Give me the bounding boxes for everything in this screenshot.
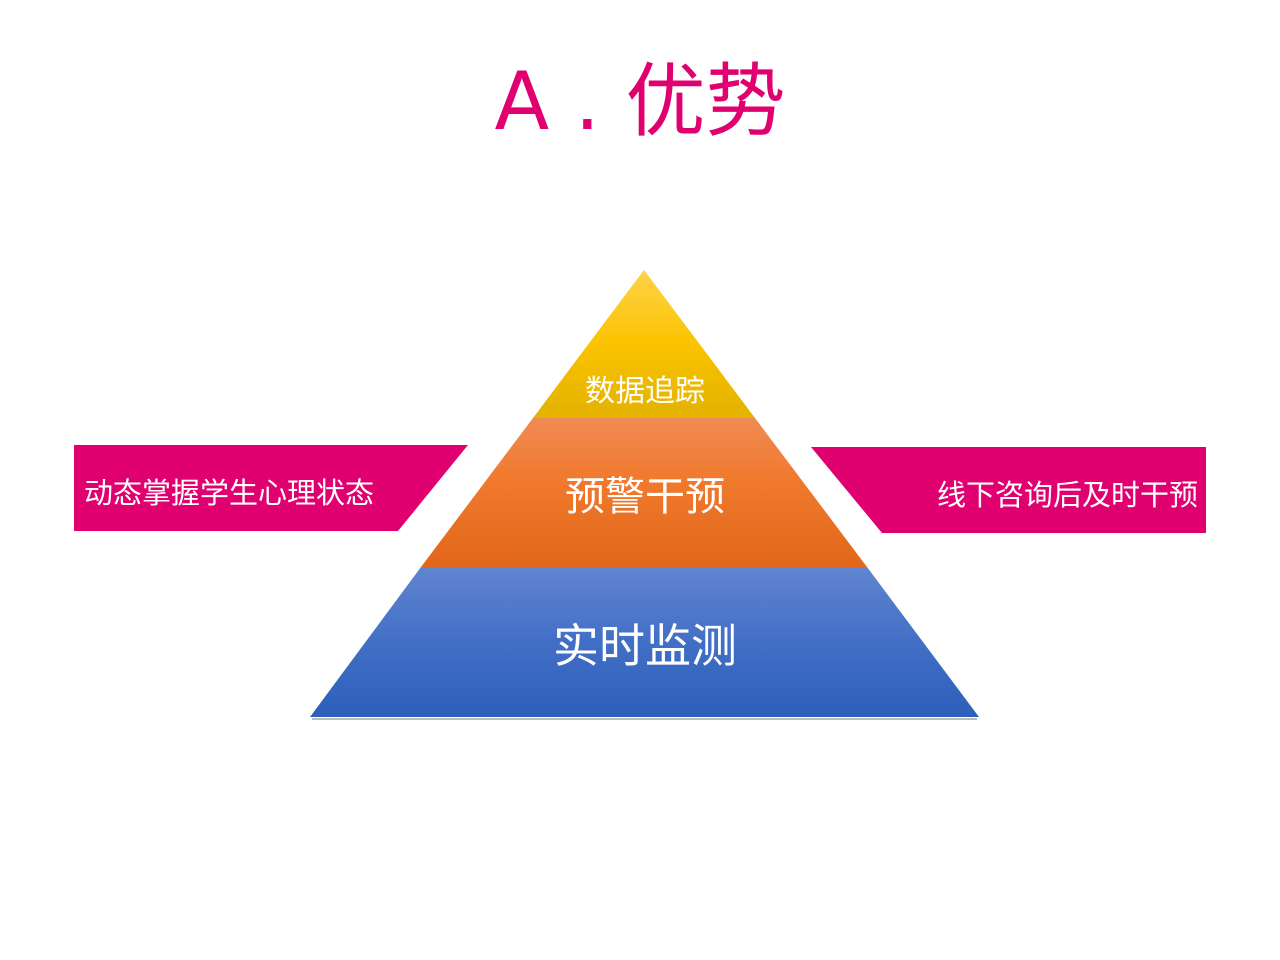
pyramid-bottom-layer	[310, 567, 979, 717]
callout-left-shape	[74, 445, 468, 531]
pyramid-top-label: 数据追踪	[585, 374, 705, 409]
callout-right-shape	[811, 447, 1206, 533]
pyramid-bottom-label: 实时监测	[553, 619, 737, 673]
callout-right-label: 线下咨询后及时干预	[936, 478, 1198, 512]
pyramid-middle-layer	[421, 418, 867, 567]
pyramid-middle-label: 预警干预	[565, 474, 725, 520]
callout-left-label: 动态掌握学生心理状态	[84, 476, 375, 510]
slide-title: A . 优势	[494, 55, 786, 148]
pyramid-top-layer	[533, 270, 755, 418]
